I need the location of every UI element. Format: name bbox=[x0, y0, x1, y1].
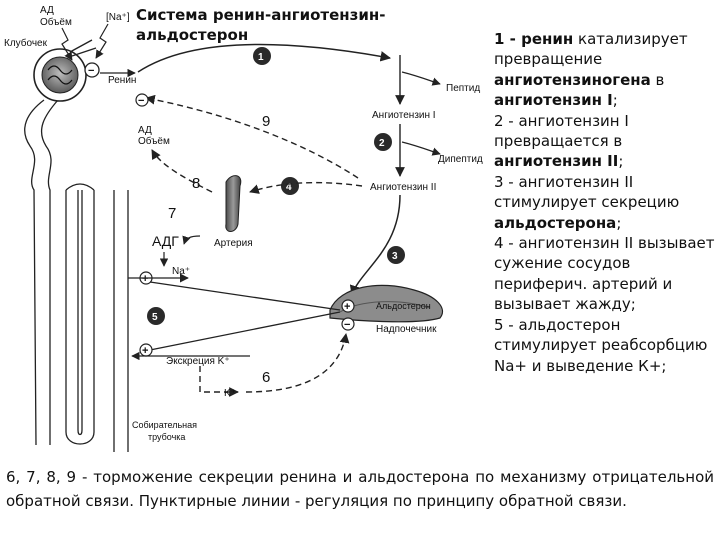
side-text-item-4: 4 - ангиотензин II вызывает сужение сосу… bbox=[494, 233, 716, 315]
feedback-6-to-adrenal bbox=[246, 334, 346, 392]
slide-title: Система ренин-ангиотензин-альдостерон bbox=[136, 5, 496, 45]
label-ad-mid: АД bbox=[138, 125, 152, 136]
side-text-run: ангиотензин I bbox=[494, 91, 613, 109]
glomerulus-label: Клубочек bbox=[4, 37, 48, 49]
side-text-run: ангиотензиногена bbox=[494, 71, 651, 89]
dipeptide-arrow bbox=[402, 142, 440, 154]
label-adh: АДГ bbox=[152, 233, 179, 249]
nephron-tubule bbox=[25, 100, 128, 452]
step-4: 4 bbox=[281, 177, 299, 195]
feedback-9-line bbox=[146, 98, 358, 178]
side-text-item-1: 1 - ренин катализирует превращение ангио… bbox=[494, 29, 716, 111]
feedback-number-7: 7 bbox=[168, 205, 176, 222]
label-volume-mid: Объём bbox=[138, 135, 170, 147]
aldosterone-to-na-line bbox=[150, 282, 340, 310]
side-text: 1 - ренин катализирует превращение ангио… bbox=[494, 29, 716, 376]
angiotensin2-to-artery-arrow bbox=[250, 183, 362, 192]
label-adrenal: Надпочечник bbox=[376, 324, 437, 335]
label-artery: Артерия bbox=[214, 238, 253, 249]
side-text-run: ; bbox=[618, 152, 623, 170]
plus-sign-adrenal: + bbox=[344, 301, 350, 313]
minus-sign-9: − bbox=[138, 95, 144, 107]
side-text-run: ; bbox=[613, 91, 618, 109]
side-text-run: 3 - ангиотензин II стимулирует секрецию bbox=[494, 173, 679, 211]
side-text-run: альдостерона bbox=[494, 214, 616, 232]
label-dipeptide: Дипептид bbox=[438, 154, 483, 165]
label-collecting-duct-2: трубочка bbox=[148, 432, 185, 442]
label-renin: Ренин bbox=[108, 75, 136, 86]
label-ad-top: АД bbox=[40, 5, 54, 16]
feedback-8-line bbox=[152, 150, 212, 192]
label-na-top: [Na⁺] bbox=[106, 12, 130, 23]
step-2-number: 2 bbox=[379, 138, 385, 149]
step-1-number: 1 bbox=[258, 52, 264, 63]
aldosterone-to-k-line bbox=[150, 312, 340, 350]
plus-sign-k: + bbox=[142, 345, 148, 357]
side-text-run: в bbox=[651, 71, 665, 89]
side-text-run: ; bbox=[616, 214, 621, 232]
label-collecting-duct-1: Собирательная bbox=[132, 420, 197, 430]
side-text-run: 2 - ангиотензин I превращается в bbox=[494, 112, 629, 150]
label-volume-top: Объём bbox=[40, 16, 72, 28]
step-3-number: 3 bbox=[392, 251, 398, 262]
label-aldosterone: Альдостерон bbox=[376, 301, 431, 311]
feedback-number-8: 8 bbox=[192, 175, 200, 192]
side-text-run: ангиотензин II bbox=[494, 152, 618, 170]
side-text-item-3: 3 - ангиотензин II стимулирует секрецию … bbox=[494, 172, 716, 233]
footer-text: 6, 7, 8, 9 - торможение секреции ренина … bbox=[6, 465, 714, 513]
label-angiotensin2: Ангиотензин II bbox=[370, 182, 436, 193]
artery bbox=[226, 176, 241, 232]
signal-arrow-na bbox=[96, 24, 108, 58]
step-5: 5 bbox=[147, 307, 165, 325]
plus-sign-na: + bbox=[142, 273, 148, 285]
step-5-number: 5 bbox=[152, 312, 158, 323]
label-k-plus: K⁺ bbox=[224, 388, 236, 399]
label-k-excretion: Экскреция K⁺ bbox=[166, 356, 230, 367]
side-text-item-5: 5 - альдостерон стимулирует реабсорбцию … bbox=[494, 315, 716, 376]
feedback-number-6: 6 bbox=[262, 369, 270, 386]
feedback-number-9: 9 bbox=[262, 113, 270, 130]
side-text-run: 4 - ангиотензин II вызывает сужение сосу… bbox=[494, 234, 715, 313]
minus-sign-adrenal: − bbox=[344, 319, 350, 331]
label-peptide: Пептид bbox=[446, 83, 480, 94]
step-2: 2 bbox=[374, 133, 392, 151]
label-na-plus: Na⁺ bbox=[172, 266, 190, 277]
angiotensin2-to-adrenal-arrow bbox=[352, 195, 400, 295]
minus-sign-jg: − bbox=[88, 65, 94, 77]
side-text-item-2: 2 - ангиотензин I превращается в ангиоте… bbox=[494, 111, 716, 172]
adh-arrow bbox=[184, 236, 200, 244]
peptide-arrow bbox=[402, 72, 440, 84]
side-text-run: 5 - альдостерон стимулирует реабсорбцию … bbox=[494, 316, 707, 375]
side-text-run: 1 - ренин bbox=[494, 30, 573, 48]
step-1: 1 bbox=[253, 47, 271, 65]
step-3: 3 bbox=[387, 246, 405, 264]
label-angiotensin1: Ангиотензин I bbox=[372, 110, 436, 121]
raas-diagram: Клубочек − АД Объём [Na⁺] Ренин Пептид А… bbox=[0, 0, 500, 460]
